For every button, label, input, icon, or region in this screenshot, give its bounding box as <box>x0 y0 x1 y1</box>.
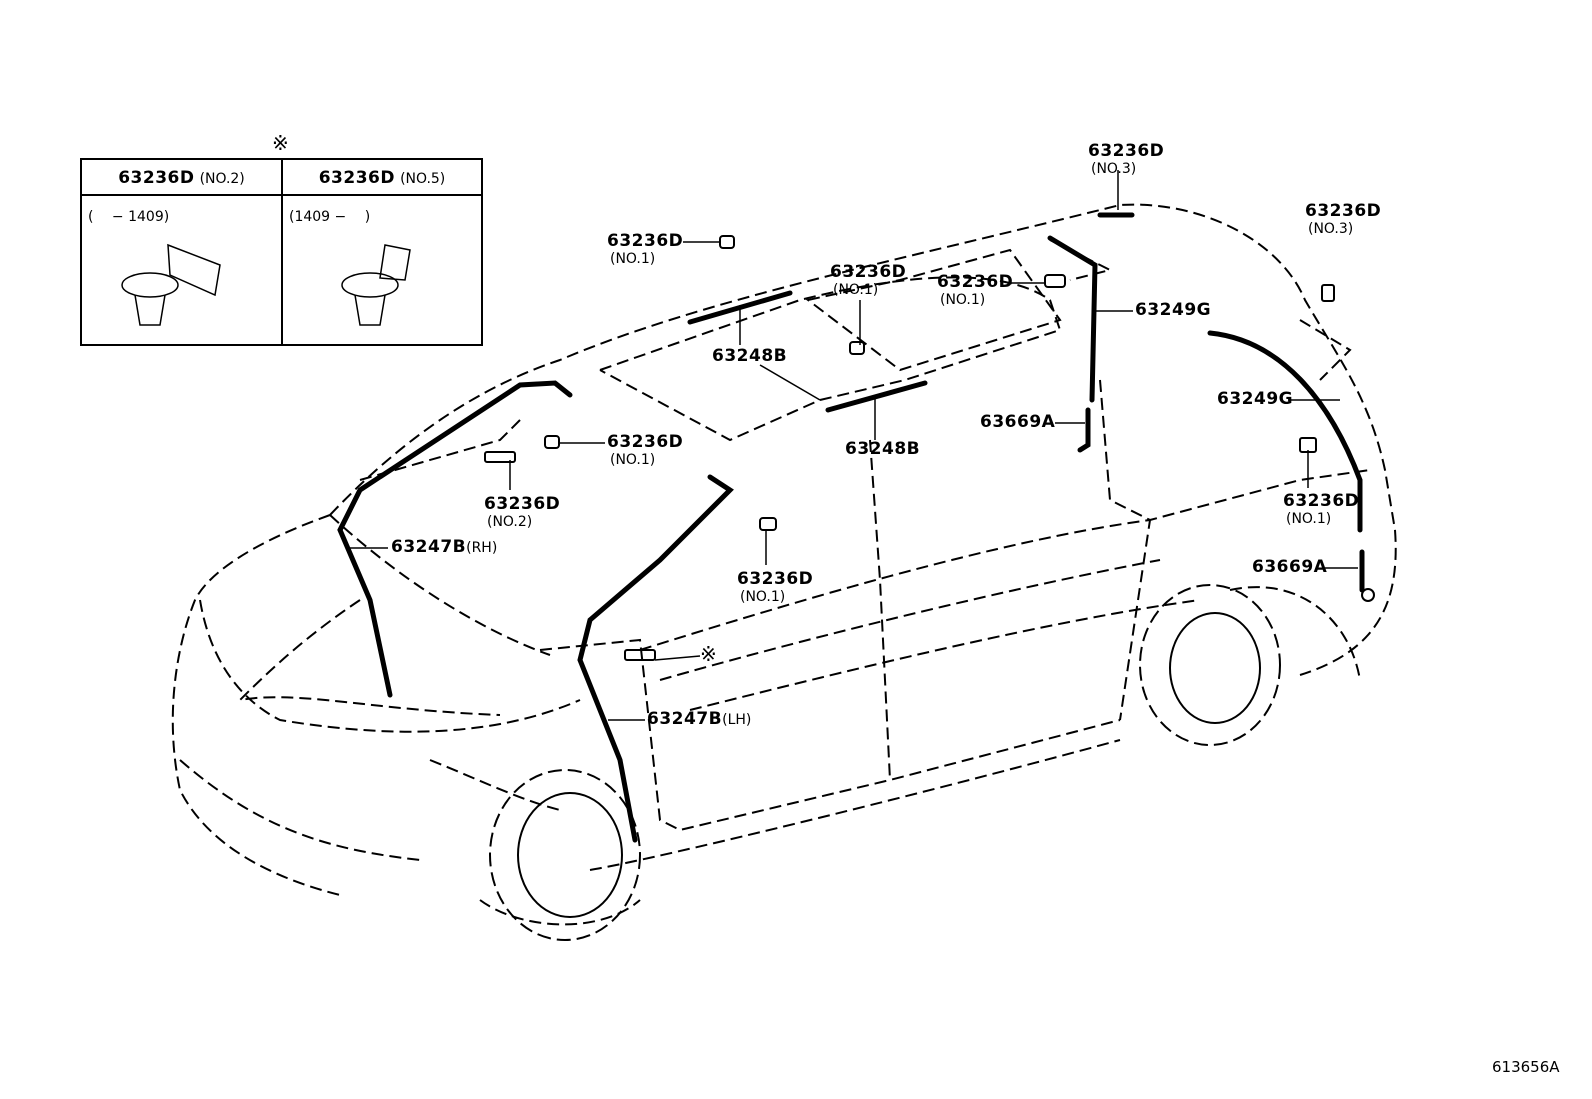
callout[interactable]: 63247B(RH) <box>391 539 497 556</box>
marker-callout: ※ <box>700 642 717 666</box>
part-number[interactable]: 63236D <box>318 168 395 188</box>
callout[interactable]: 63236D(NO.1) <box>830 262 907 298</box>
callout[interactable]: 63236D(NO.2) <box>484 494 561 530</box>
date-range: ( − 1409) <box>88 209 170 225</box>
callout[interactable]: 63236D(NO.1) <box>737 569 814 605</box>
callout[interactable]: 63236D(NO.1) <box>937 272 1014 308</box>
part-note: (NO.1) <box>610 251 656 267</box>
clip-icons <box>484 235 1375 661</box>
diagram-id: 613656A <box>1492 1058 1560 1076</box>
part-number[interactable]: 63236D <box>830 262 907 282</box>
callout-part-number[interactable]: 63248B <box>712 346 788 366</box>
moulding-parts <box>337 212 1365 843</box>
callout-part-number[interactable]: 63249G <box>1135 300 1212 320</box>
part-number[interactable]: 63236D <box>1283 491 1360 511</box>
part-number[interactable]: 63236D <box>937 272 1014 292</box>
part-number[interactable]: 63236D <box>484 494 561 514</box>
callout[interactable]: 63236D(NO.3) <box>1305 201 1382 237</box>
callout[interactable]: 63247B(LH) <box>647 711 751 728</box>
part-note: (NO.1) <box>940 292 986 308</box>
part-number[interactable]: 63236D <box>118 168 195 188</box>
part-note: (LH) <box>722 712 752 728</box>
inset-column-header: 63236D (NO.2) <box>82 160 281 196</box>
callout[interactable]: 63236D(NO.1) <box>607 432 684 468</box>
callout[interactable]: 63236D(NO.1) <box>1283 491 1360 527</box>
callout-part-number[interactable]: 63669A <box>1252 557 1328 577</box>
part-note: (NO.1) <box>740 589 786 605</box>
inset-column: 63236D (NO.2) ( − 1409) <box>82 160 283 344</box>
variant: (NO.5) <box>400 171 446 187</box>
callout-part-number[interactable]: 63249G <box>1217 389 1294 409</box>
leader-lines <box>350 170 1358 721</box>
part-note: (NO.3) <box>1308 221 1354 237</box>
inset-marker: ※ <box>272 131 289 155</box>
date-range: (1409 − ) <box>289 209 371 225</box>
callout[interactable]: 63236D(NO.1) <box>607 231 684 267</box>
wheels <box>489 584 1281 941</box>
part-number[interactable]: 63236D <box>737 569 814 589</box>
inset-clip-drawings <box>121 243 411 326</box>
part-number[interactable]: 63236D <box>607 432 684 452</box>
part-number[interactable]: 63247B <box>647 709 723 729</box>
part-note: (NO.1) <box>610 452 656 468</box>
inset-table: 63236D (NO.2) ( − 1409) 63236D (NO.5) (1… <box>80 158 483 346</box>
part-note: (NO.2) <box>487 514 533 530</box>
vehicle-body-outline <box>171 203 1397 926</box>
part-number[interactable]: 63236D <box>1305 201 1382 221</box>
part-number[interactable]: 63236D <box>1088 141 1165 161</box>
inset-column-header: 63236D (NO.5) <box>283 160 481 196</box>
part-number[interactable]: 63247B <box>391 537 467 557</box>
part-note: (RH) <box>466 540 498 556</box>
inset-column: 63236D (NO.5) (1409 − ) <box>283 160 481 344</box>
callout[interactable]: 63236D(NO.3) <box>1088 141 1165 177</box>
callout-part-number[interactable]: 63669A <box>980 412 1056 432</box>
variant: (NO.2) <box>199 171 245 187</box>
part-note: (NO.1) <box>1286 511 1332 527</box>
part-number[interactable]: 63236D <box>607 231 684 251</box>
part-note: (NO.1) <box>833 282 879 298</box>
callout-part-number[interactable]: 63248B <box>845 439 921 459</box>
part-note: (NO.3) <box>1091 161 1137 177</box>
